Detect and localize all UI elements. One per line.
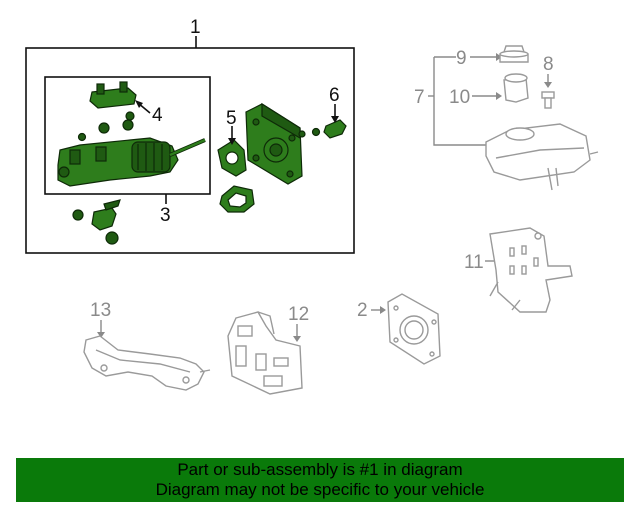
- callout-8-arrowhead: [544, 82, 552, 88]
- callout-10[interactable]: 10: [449, 87, 470, 108]
- master-cylinder-part-3[interactable]: [57, 132, 206, 187]
- assembly-1-frame: [25, 47, 355, 254]
- footer-banner: Part or sub-assembly is #1 in diagram Di…: [16, 458, 624, 502]
- brake-line-bracket[interactable]: [72, 199, 121, 245]
- reservoir-cap-part-9[interactable]: [499, 45, 529, 63]
- seal-ring[interactable]: [219, 185, 255, 213]
- callout-13-arrowhead: [97, 332, 105, 338]
- callout-2-arrowhead: [380, 306, 386, 314]
- callout-8[interactable]: 8: [543, 54, 554, 75]
- reservoir-tank[interactable]: [485, 123, 599, 191]
- callout-13[interactable]: 13: [90, 300, 111, 321]
- callout-11[interactable]: 11: [464, 252, 484, 273]
- strainer-part-10[interactable]: [503, 73, 529, 103]
- callout-7-bracket: [433, 57, 488, 146]
- callout-1[interactable]: 1: [190, 17, 201, 38]
- callout-4-arrowhead: [135, 100, 143, 108]
- bolt-part-8[interactable]: [541, 91, 555, 109]
- bracket-part-12[interactable]: [227, 311, 303, 395]
- booster-gasket-part-5[interactable]: [217, 139, 247, 177]
- callout-5-arrowhead: [228, 138, 236, 145]
- callout-9[interactable]: 9: [456, 48, 467, 69]
- reservoir-grommet-part-4[interactable]: [89, 81, 137, 134]
- gasket-part-2[interactable]: [387, 293, 441, 365]
- footer-line-2: Diagram may not be specific to your vehi…: [155, 480, 485, 499]
- clip-part-6[interactable]: [323, 119, 347, 139]
- callout-9-arrowhead: [496, 53, 502, 61]
- callout-4[interactable]: 4: [152, 105, 163, 126]
- callout-6-arrowhead: [331, 116, 339, 123]
- callout-2[interactable]: 2: [357, 300, 368, 321]
- callout-12-arrowhead: [293, 336, 301, 342]
- footer-line-1: Part or sub-assembly is #1 in diagram: [177, 460, 463, 479]
- callout-12[interactable]: 12: [288, 304, 309, 325]
- sub-assembly-3-frame: [44, 76, 211, 195]
- callout-10-arrowhead: [496, 92, 502, 100]
- callout-3[interactable]: 3: [160, 205, 171, 226]
- callout-7[interactable]: 7: [414, 87, 425, 108]
- bracket-part-13[interactable]: [83, 335, 211, 391]
- bracket-part-11[interactable]: [489, 227, 573, 313]
- callout-5[interactable]: 5: [226, 108, 237, 129]
- brake-booster[interactable]: [245, 102, 321, 185]
- callout-6[interactable]: 6: [329, 85, 340, 106]
